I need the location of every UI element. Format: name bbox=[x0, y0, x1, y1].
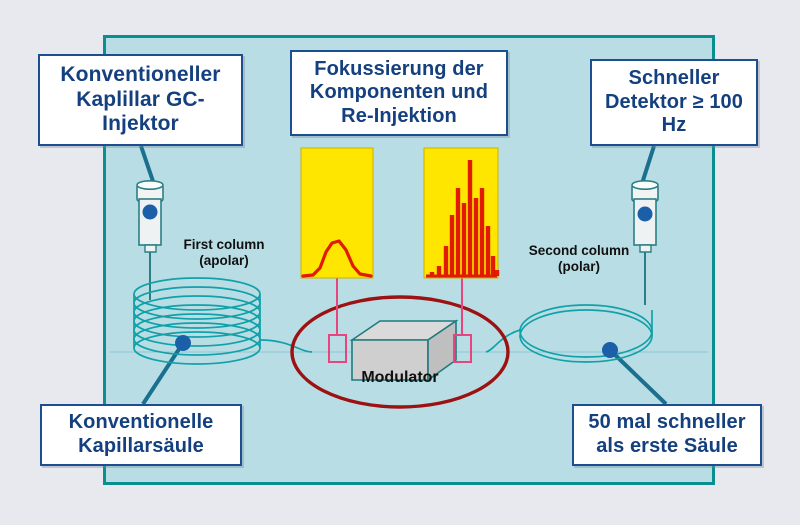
second-column-coil bbox=[485, 304, 653, 363]
callout-injector[interactable]: Konventioneller Kaplillar GC-Injektor bbox=[38, 54, 243, 146]
modulator-block bbox=[349, 319, 459, 382]
caption-first-column: First column (apolar) bbox=[183, 237, 265, 268]
detector-marker bbox=[637, 206, 653, 222]
injector-marker bbox=[142, 204, 158, 220]
caption-second-column: Second column (polar) bbox=[528, 243, 630, 274]
chart-second-dimension bbox=[423, 147, 500, 279]
caption-modulator: Modulator bbox=[361, 369, 439, 386]
injector-graphic bbox=[136, 180, 164, 300]
second-column-marker bbox=[602, 342, 618, 358]
callout-focusing[interactable]: Fokussierung der Komponenten und Re-Inje… bbox=[290, 50, 508, 136]
detector-graphic bbox=[631, 180, 659, 305]
callout-first-column[interactable]: Konventionelle Kapillarsäule bbox=[40, 404, 242, 466]
callout-detector[interactable]: Schneller Detektor ≥ 100 Hz bbox=[590, 59, 758, 146]
tap-right bbox=[453, 334, 472, 363]
tap-left bbox=[328, 334, 347, 363]
first-column-coil bbox=[133, 277, 313, 365]
modulator-region-ellipse bbox=[290, 295, 510, 409]
first-column-marker bbox=[175, 335, 191, 351]
leader-first-column bbox=[141, 341, 185, 406]
chart-first-dimension bbox=[300, 147, 374, 279]
callout-second-column[interactable]: 50 mal schneller als erste Säule bbox=[572, 404, 762, 466]
